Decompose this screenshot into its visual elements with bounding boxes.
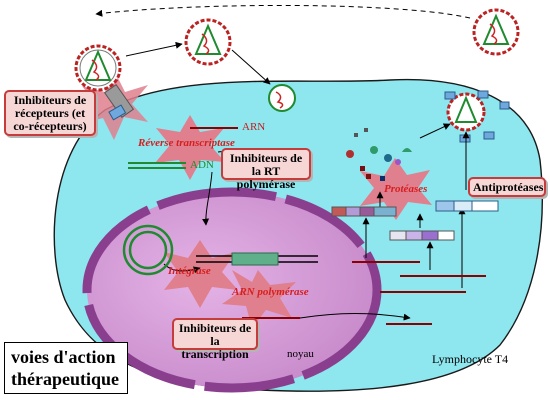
rt-polymerase-inhibitors-box: Inhibiteurs de la RT polymérase	[221, 148, 311, 191]
reverse-transcriptase-star	[155, 115, 225, 180]
virus-particle-entering	[74, 44, 122, 92]
nucleus-label: noyau	[287, 348, 314, 360]
integrase-label: Intégrase	[168, 265, 211, 277]
title-text: voies d'action thérapeutique	[11, 347, 119, 389]
integrated-provirus	[231, 252, 279, 266]
transcription-inhibitors-box: Inhibiteurs de la transcription	[172, 318, 258, 361]
virus-particle-fused	[184, 18, 232, 66]
cleaved-proteins	[346, 128, 412, 181]
protease-star	[360, 158, 432, 220]
viral-polyprotein-2	[389, 230, 455, 241]
membrane-receptors	[103, 84, 510, 143]
cycle-return-arrow	[95, 4, 471, 19]
viral-polyprotein	[331, 206, 397, 217]
viral-dna-strand	[128, 162, 186, 169]
rna-polymerase-star	[222, 270, 296, 328]
cell-label: Lymphocyte T4	[432, 352, 509, 366]
viral-polyprotein-3	[435, 200, 499, 212]
nucleus	[82, 187, 382, 393]
receptor-inhibitors-box: Inhibiteurs de récepteurs (et co-récepte…	[4, 90, 96, 136]
virus-particle-released	[472, 8, 520, 56]
diagram-title: voies d'action thérapeutique	[4, 342, 128, 394]
adn-label: ADN	[190, 159, 214, 171]
antiprotease-box: Antiprotéases	[468, 177, 546, 197]
rna-polymerase-label: ARN polymérase	[232, 286, 309, 298]
integrase-star	[164, 240, 238, 308]
capsid-inside-cell	[268, 84, 296, 112]
reverse-transcriptase-label: Réverse transcriptase	[138, 137, 235, 149]
arn-label: ARN	[242, 121, 266, 133]
virus-particle-budding	[446, 92, 486, 132]
proteases-label: Protéases	[384, 183, 428, 195]
mrna-transcripts	[242, 261, 486, 325]
circular-viral-dna	[122, 224, 174, 276]
